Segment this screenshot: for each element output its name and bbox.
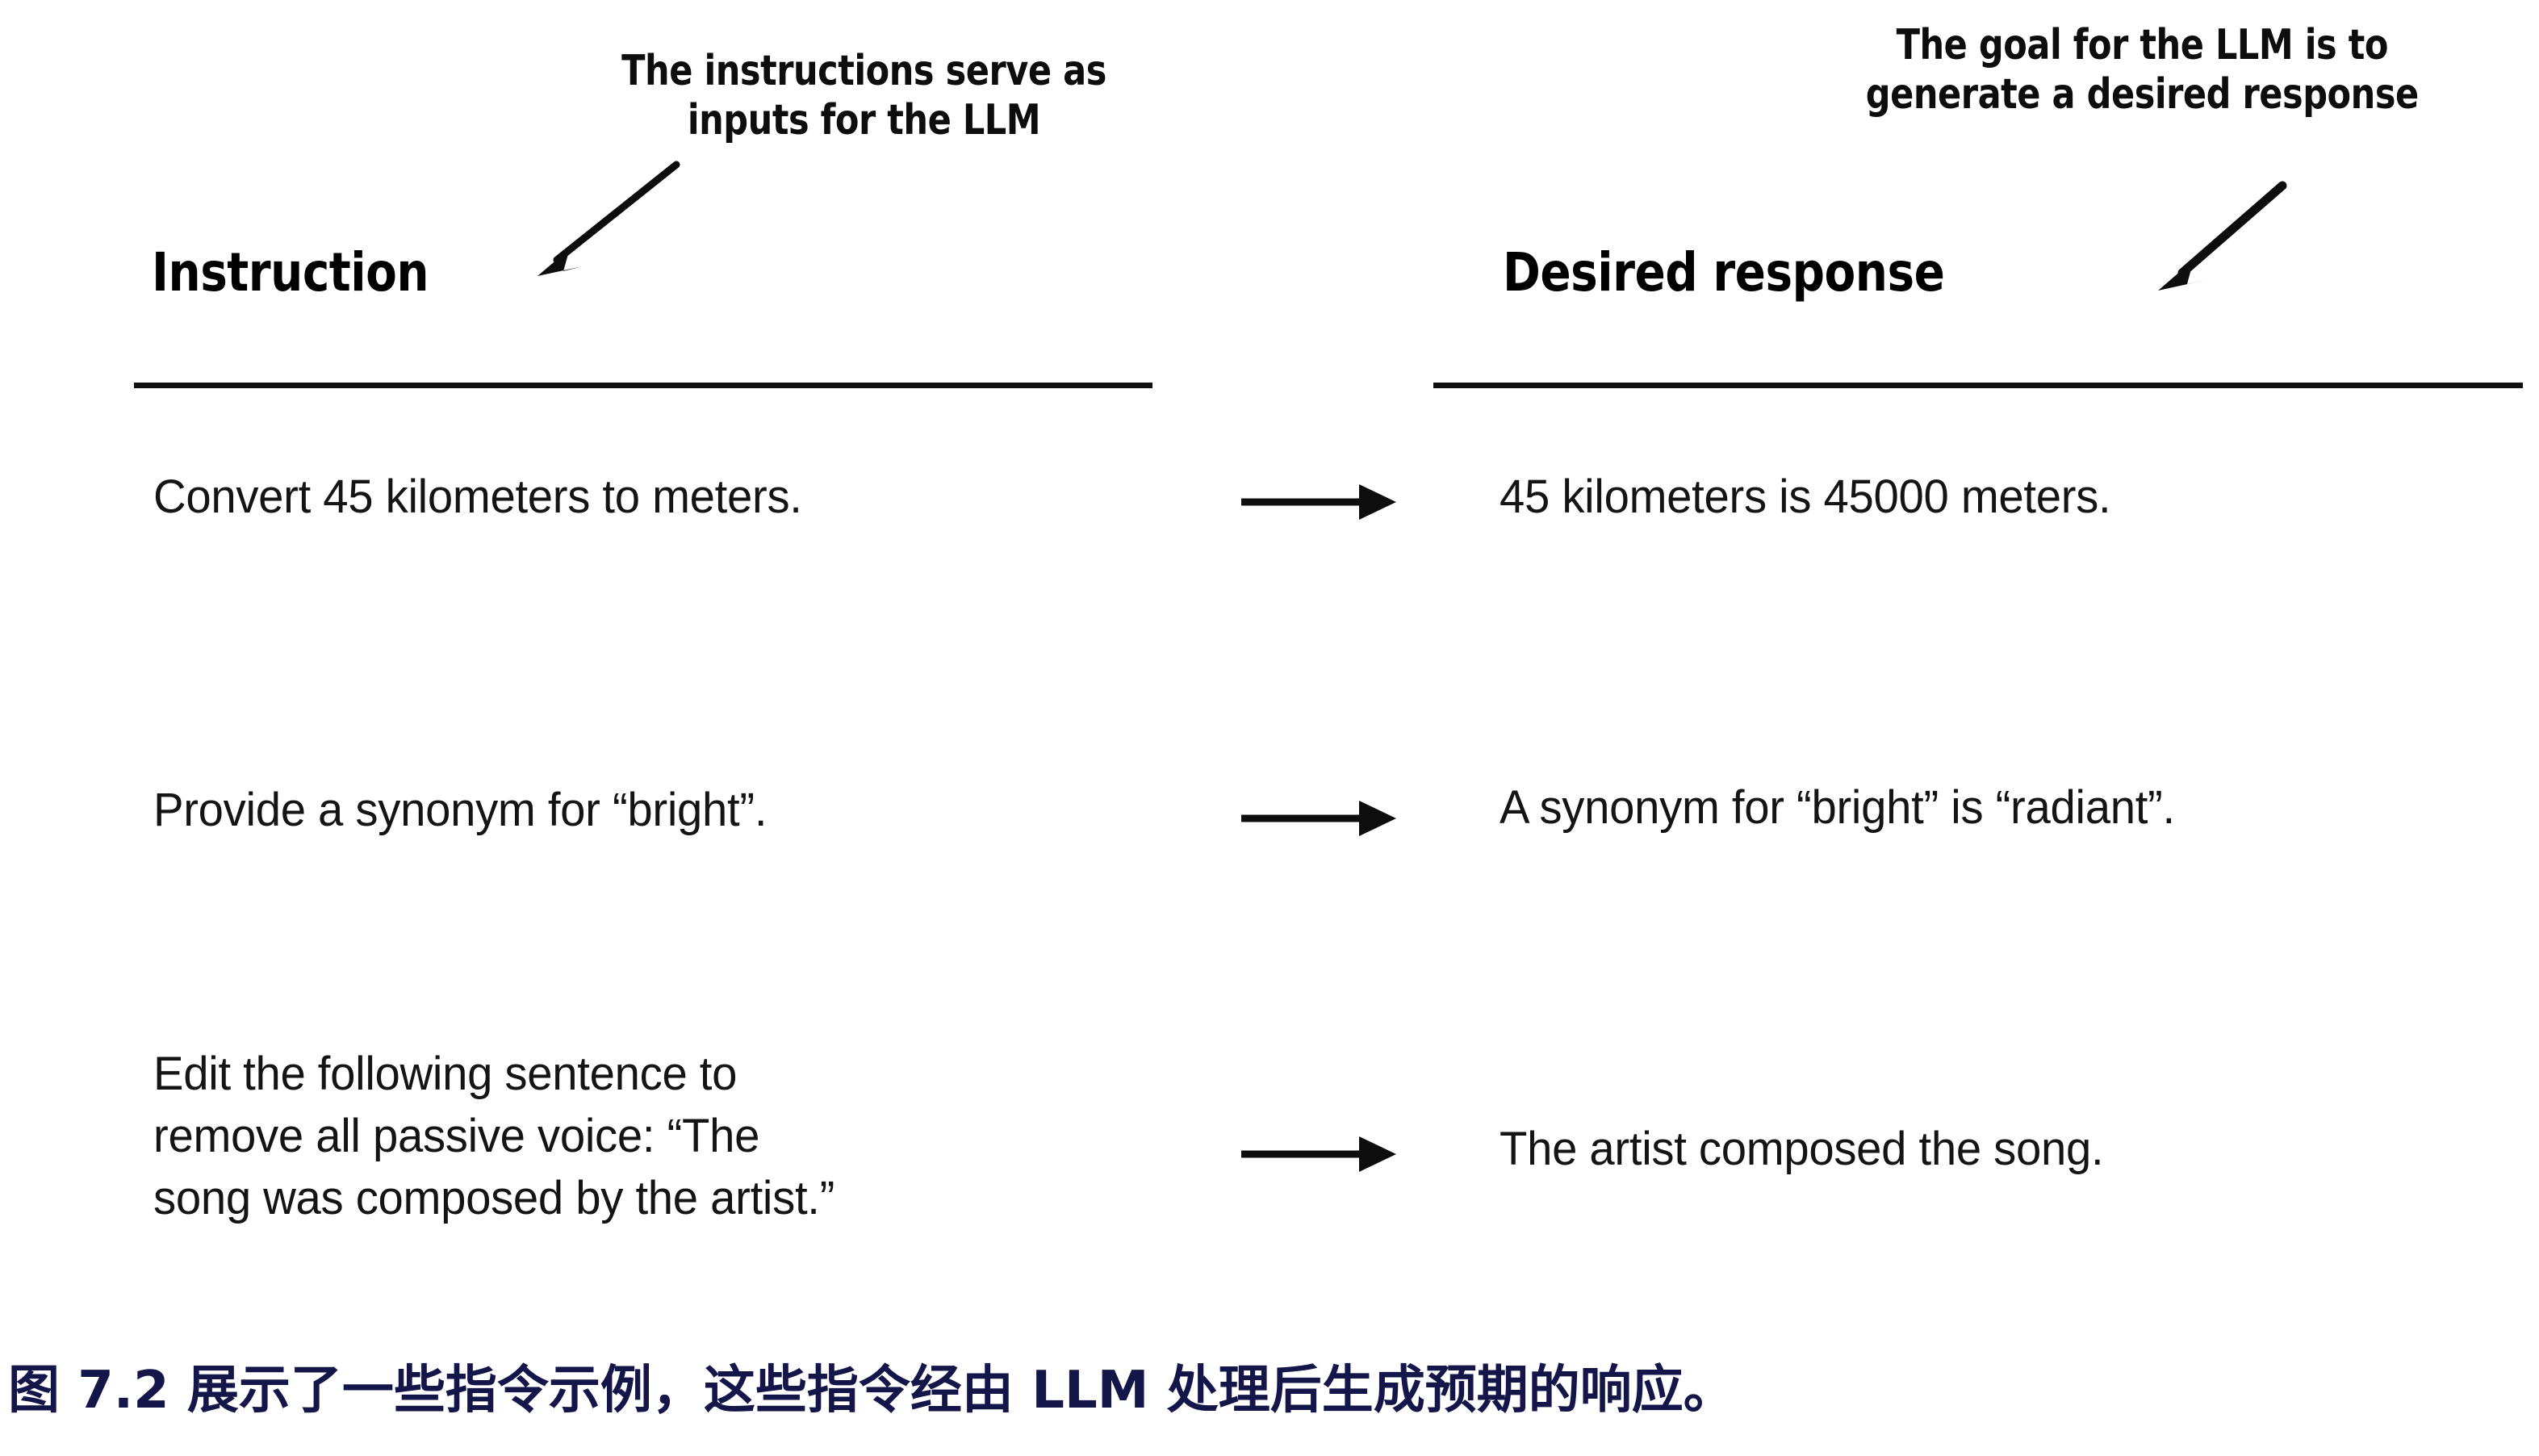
response-cell-2: A synonym for “bright” is “radiant”. — [1500, 776, 2175, 839]
response-cell-1-line-1: 45 kilometers is 45000 meters. — [1500, 471, 2111, 523]
header-rule-right — [1433, 383, 2523, 388]
annotation-instruction-note: The instructions serve as inputs for the… — [621, 47, 1106, 146]
annotation-response-note: The goal for the LLM is to generate a de… — [1866, 21, 2419, 120]
instruction-cell-3-line-2: remove all passive voice: “The — [153, 1110, 760, 1163]
column-header-desired-response: Desired response — [1503, 241, 1945, 303]
response-cell-1: 45 kilometers is 45000 meters. — [1500, 466, 2111, 528]
column-header-instruction: Instruction — [152, 241, 429, 303]
instruction-cell-1: Convert 45 kilometers to meters. — [153, 466, 802, 528]
arrow-right-icon — [1238, 478, 1399, 526]
arrow-right-icon — [1238, 794, 1399, 843]
annotation-instruction-line2: inputs for the LLM — [687, 96, 1041, 145]
arrow-down-left-icon — [517, 153, 694, 291]
annotation-response-line1: The goal for the LLM is to — [1896, 21, 2389, 69]
instruction-cell-3: Edit the following sentence to remove al… — [153, 1043, 834, 1229]
annotation-response-line2: generate a desired response — [1865, 70, 2419, 119]
instruction-cell-1-line-1: Convert 45 kilometers to meters. — [153, 471, 802, 523]
response-cell-2-line-1: A synonym for “bright” is “radiant”. — [1500, 781, 2175, 834]
instruction-cell-3-line-1: Edit the following sentence to — [153, 1048, 738, 1100]
instruction-cell-2: Provide a synonym for “bright”. — [153, 779, 767, 841]
response-cell-3-line-1: The artist composed the song. — [1500, 1123, 2104, 1175]
arrow-right-icon — [1238, 1130, 1399, 1178]
annotation-instruction-line1: The instructions serve as — [621, 47, 1106, 95]
instruction-cell-3-line-3: song was composed by the artist.” — [153, 1172, 835, 1225]
instruction-cell-2-line-1: Provide a synonym for “bright”. — [153, 784, 768, 836]
response-cell-3: The artist composed the song. — [1500, 1118, 2104, 1180]
figure-caption: 图 7.2 展示了一些指令示例，这些指令经由 LLM 处理后生成预期的响应。 — [8, 1361, 1735, 1420]
arrow-down-left-icon — [2131, 169, 2381, 331]
header-rule-left — [134, 383, 1152, 388]
